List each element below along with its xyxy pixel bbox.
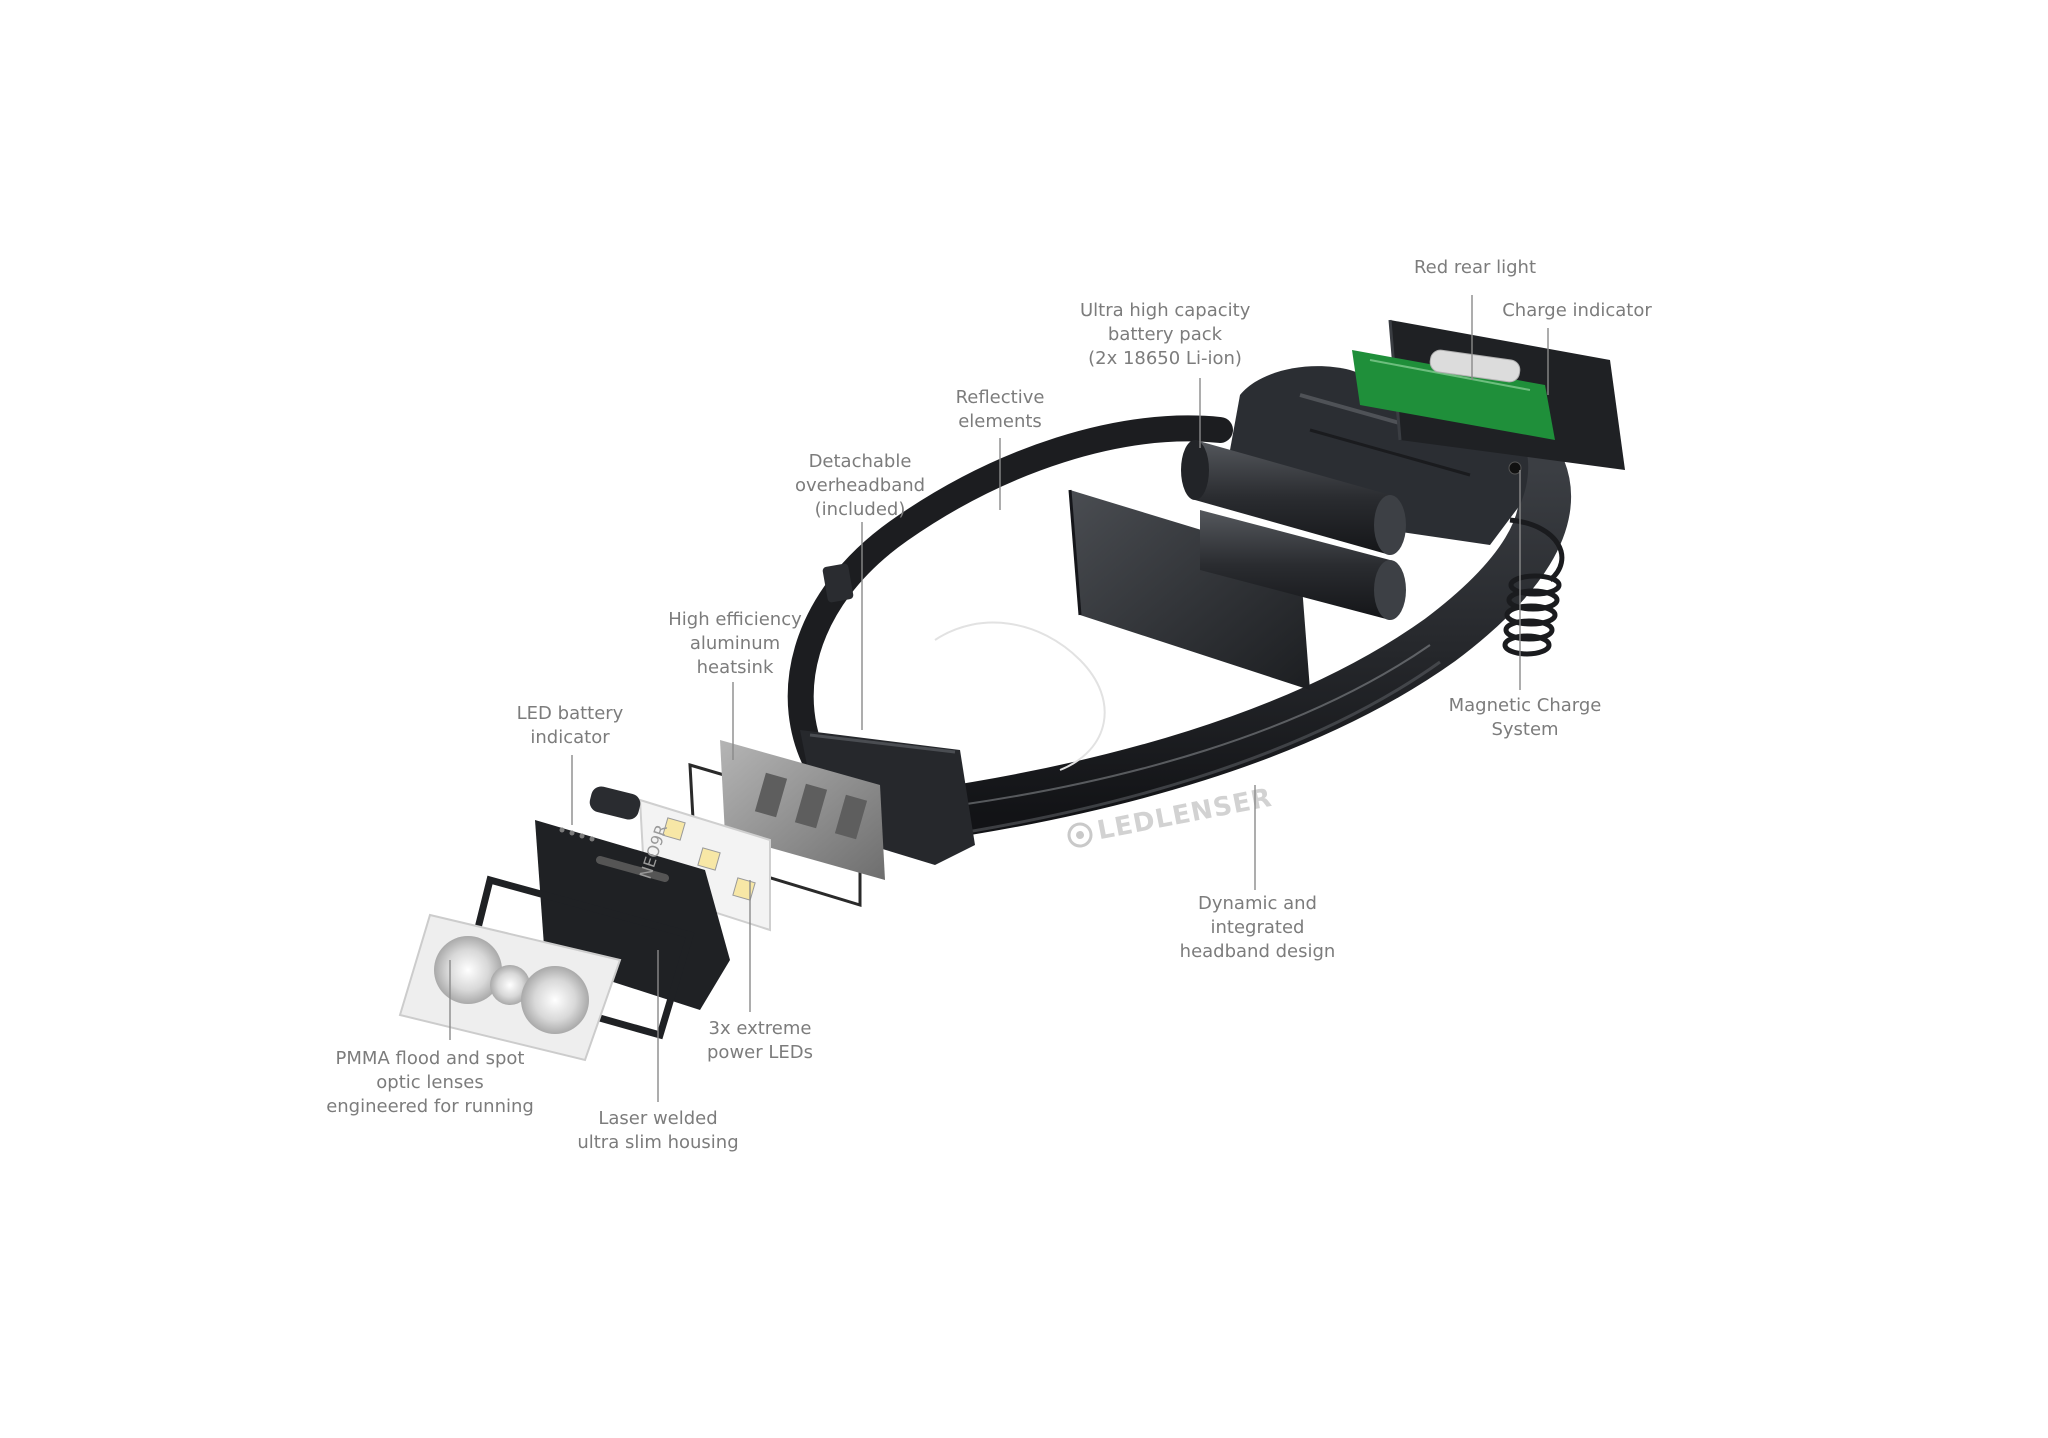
callout-overheadband: Detachable overheadband (included)	[795, 450, 925, 522]
callout-line: indicator	[530, 727, 610, 748]
callout-line: Ultra high capacity	[1080, 300, 1251, 321]
callout-line: LED battery	[516, 703, 624, 724]
callout-optic-lenses: PMMA flood and spot optic lenses enginee…	[325, 1047, 535, 1119]
callout-line: Detachable	[808, 451, 912, 472]
callout-line: optic lenses	[376, 1072, 484, 1093]
battery-pack	[1068, 440, 1406, 690]
leader-lines	[449, 295, 1549, 1102]
headband	[787, 415, 1572, 841]
callout-line: Laser welded	[598, 1108, 718, 1129]
callout-magnetic-charge: Magnetic Charge System	[1440, 694, 1610, 742]
rear-light-module	[1352, 319, 1625, 470]
pmma-lens	[398, 913, 622, 1062]
callout-line: High efficiency	[668, 609, 802, 630]
callout-headband-design: Dynamic and integrated headband design	[1175, 892, 1340, 964]
callout-line: heatsink	[696, 657, 774, 678]
callout-line: headband design	[1179, 941, 1336, 962]
callout-line: ultra slim housing	[577, 1132, 739, 1153]
callout-reflective-elements: Reflective elements	[940, 386, 1060, 434]
callout-led-battery-indicator: LED battery indicator	[510, 702, 630, 750]
callout-charge-indicator: Charge indicator	[1502, 299, 1652, 323]
callout-line: (included)	[814, 499, 906, 520]
callout-line: (2x 18650 Li-ion)	[1088, 348, 1242, 369]
callout-line: integrated	[1210, 917, 1305, 938]
callout-line: PMMA flood and spot	[335, 1048, 525, 1069]
callout-line: engineered for running	[326, 1096, 534, 1117]
callout-red-rear-light: Red rear light	[1410, 256, 1540, 280]
callout-battery-pack: Ultra high capacity battery pack (2x 186…	[1080, 299, 1250, 371]
callout-line: Reflective	[955, 387, 1045, 408]
callout-line: overheadband	[795, 475, 926, 496]
callout-line: Magnetic Charge	[1448, 695, 1602, 716]
callout-line: elements	[958, 411, 1042, 432]
indicator-button	[589, 786, 641, 820]
callout-line: aluminum	[689, 633, 781, 654]
callout-line: System	[1491, 719, 1559, 740]
callout-line: Charge indicator	[1502, 300, 1652, 321]
callout-line: power LEDs	[707, 1042, 813, 1063]
callout-line: battery pack	[1107, 324, 1223, 345]
callout-power-leds: 3x extreme power LEDs	[700, 1017, 820, 1065]
callout-housing: Laser welded ultra slim housing	[568, 1107, 748, 1155]
callout-line: Red rear light	[1413, 257, 1537, 278]
callout-heatsink: High efficiency aluminum heatsink	[665, 608, 805, 680]
callout-line: 3x extreme	[708, 1018, 812, 1039]
callout-line: Dynamic and	[1198, 893, 1317, 914]
